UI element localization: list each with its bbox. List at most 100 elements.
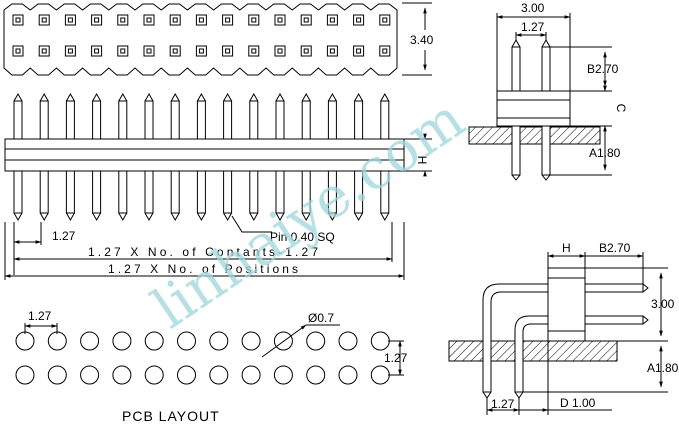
pin-square-inner	[172, 17, 178, 23]
pin-square	[353, 14, 365, 26]
pcb-layout-title: PCB LAYOUT	[122, 408, 220, 424]
pin-square-inner	[41, 17, 47, 23]
right-angle-view	[448, 252, 668, 415]
pin-square	[91, 45, 103, 57]
pin-square	[117, 45, 129, 57]
pin-square-inner	[356, 17, 362, 23]
pin-square	[195, 45, 207, 57]
front-pitch-label: 1.27	[52, 229, 76, 243]
pin-square	[91, 14, 103, 26]
front-pin-tip	[275, 92, 285, 102]
pin-square	[143, 45, 155, 57]
pin-square	[248, 14, 260, 26]
positions-formula-label: 1.27 X No. of Positions	[108, 262, 298, 276]
pcb-hole	[15, 365, 35, 385]
pcb-hole	[80, 365, 100, 385]
front-pin-tail	[39, 212, 49, 222]
front-pin-tail	[144, 212, 154, 222]
front-pin-tail	[327, 212, 337, 222]
pin-square-inner	[382, 48, 388, 54]
pin-square	[274, 45, 286, 57]
pcb-hole	[209, 365, 229, 385]
front-pin-tip	[39, 92, 49, 102]
front-pin-tail	[223, 212, 233, 222]
pin-square	[64, 14, 76, 26]
pcb-hole	[177, 365, 196, 385]
pcb-hole	[273, 365, 293, 385]
front-pin-tail	[13, 212, 23, 222]
pin-square	[353, 45, 365, 57]
pcb-hole	[177, 331, 196, 351]
pin-square-inner	[120, 17, 126, 23]
pcb-hole	[306, 331, 326, 351]
front-pin-tip	[118, 92, 128, 102]
front-pin-tip	[65, 92, 75, 102]
side-pitch-label: 1.27	[521, 20, 545, 34]
pin-square-inner	[303, 48, 309, 54]
pin-square-inner	[382, 17, 388, 23]
side-view-insulator	[496, 90, 571, 127]
pin-square-inner	[15, 48, 21, 54]
pin-square-inner	[329, 48, 335, 54]
front-pin-tip	[170, 92, 180, 102]
top-view-pin-squares	[12, 14, 391, 57]
front-pin-tip	[354, 92, 364, 102]
pcb-hole-diameter-label: Ø0.7	[308, 311, 334, 325]
pin-square-inner	[198, 17, 204, 23]
pin-square-inner	[67, 17, 73, 23]
side-view-board	[468, 126, 601, 145]
pcb-hole	[112, 365, 132, 385]
pcb-pitch-x-label: 1.27	[28, 309, 52, 323]
front-pin-tip	[249, 92, 259, 102]
pin-square-inner	[251, 17, 257, 23]
pin-square	[300, 45, 312, 57]
pin-square	[169, 45, 181, 57]
pin-square	[195, 14, 207, 26]
row-height-label: 3.40	[410, 33, 434, 47]
front-pin-tip	[301, 92, 311, 102]
pin-square-inner	[146, 17, 152, 23]
front-pin-tip	[223, 92, 233, 102]
pin-square-inner	[277, 48, 283, 54]
pin-square	[379, 14, 391, 26]
pin-square-inner	[120, 48, 126, 54]
right-angle-insulator-label: H	[562, 241, 571, 255]
front-pin-tip	[196, 92, 206, 102]
pcb-hole	[80, 331, 100, 351]
pcb-hole	[47, 365, 67, 385]
pcb-hole	[306, 365, 326, 385]
top-view	[3, 2, 432, 76]
pin-square-inner	[146, 48, 152, 54]
pcb-hole	[370, 365, 390, 385]
pin-square	[12, 14, 24, 26]
pin-square-inner	[356, 48, 362, 54]
pin-square	[222, 45, 234, 57]
front-pin-tail	[92, 212, 102, 222]
pin-square	[117, 14, 129, 26]
pcb-layout	[15, 323, 404, 385]
pcb-holes	[15, 331, 390, 385]
front-insulator-height-label: H	[415, 156, 429, 165]
front-pin-tip	[92, 92, 102, 102]
pcb-hole	[15, 331, 35, 351]
front-pin-tip	[13, 92, 23, 102]
pcb-hole	[144, 365, 164, 385]
pin-square-inner	[251, 48, 257, 54]
pcb-hole	[338, 331, 358, 351]
right-angle-height-label: 3.00	[651, 297, 675, 311]
pcb-hole	[112, 331, 132, 351]
pin-square	[64, 45, 76, 57]
pin-square	[12, 45, 24, 57]
right-angle-insulator	[547, 267, 586, 342]
pcb-hole	[209, 331, 229, 351]
top-view-outline	[3, 3, 398, 76]
pin-square-inner	[329, 17, 335, 23]
pcb-hole	[144, 331, 164, 351]
pin-square	[38, 45, 50, 57]
pin-square-inner	[67, 48, 73, 54]
front-pin-tail	[65, 212, 75, 222]
side-lower-pin-label: A1.80	[589, 146, 621, 160]
pin-square	[379, 45, 391, 57]
front-view-insulator	[4, 138, 405, 172]
